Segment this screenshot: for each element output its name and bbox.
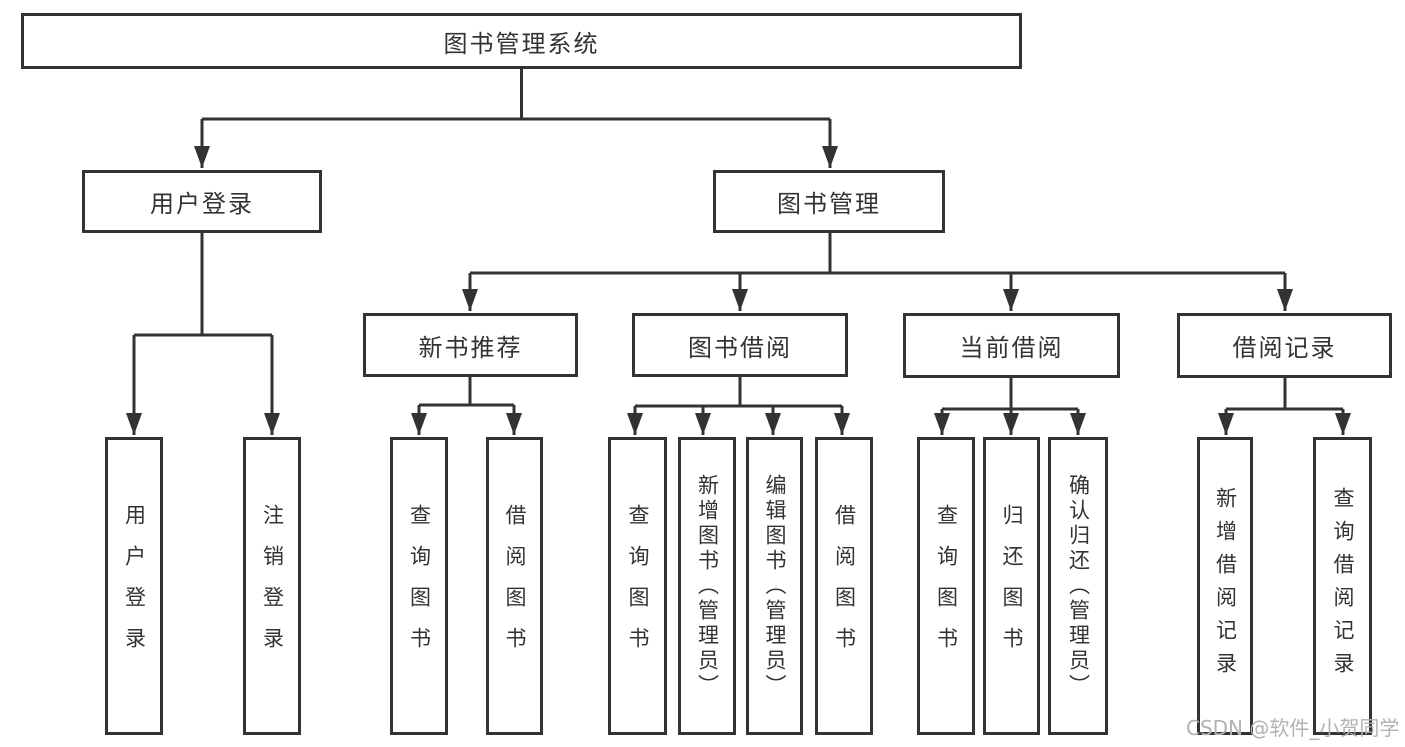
node-current-borrow: 当前借阅: [903, 313, 1120, 378]
leaf-edit-book-admin-label: 编辑图书（管理员）: [763, 473, 787, 699]
leaf-borrow-books-recommend-label: 借阅图书: [503, 504, 527, 668]
leaf-logout: 注销登录: [243, 437, 301, 735]
leaf-borrow-books-recommend: 借阅图书: [486, 437, 543, 735]
leaf-confirm-return-admin-label: 确认归还（管理员）: [1066, 473, 1091, 699]
leaf-borrow-books: 借阅图书: [815, 437, 873, 735]
leaf-confirm-return-admin: 确认归还（管理员）: [1048, 437, 1108, 735]
leaf-query-borrow-record: 查询借阅记录: [1313, 437, 1372, 735]
node-borrow-records: 借阅记录: [1177, 313, 1392, 378]
csdn-watermark: CSDN @软件_小贺同学: [1186, 716, 1400, 740]
leaf-user-login: 用户登录: [105, 437, 163, 735]
node-book-management-label: 图书管理: [777, 190, 881, 218]
leaf-logout-label: 注销登录: [260, 504, 285, 668]
leaf-edit-book-admin: 编辑图书（管理员）: [746, 437, 803, 735]
node-book-management: 图书管理: [713, 170, 945, 233]
node-book-borrow-label: 图书借阅: [688, 333, 792, 362]
leaf-query-books-recommend: 查询图书: [390, 437, 448, 735]
leaf-query-books-borrow-label: 查询图书: [626, 504, 650, 668]
leaf-return-book: 归还图书: [983, 437, 1040, 735]
node-book-borrow: 图书借阅: [632, 313, 848, 377]
leaf-add-borrow-record: 新增借阅记录: [1197, 437, 1253, 735]
node-current-borrow-label: 当前借阅: [959, 334, 1064, 362]
node-new-book-recommend-label: 新书推荐: [418, 333, 523, 362]
node-borrow-records-label: 借阅记录: [1232, 334, 1337, 362]
leaf-query-books-current-label: 查询图书: [934, 504, 959, 668]
leaf-user-login-label: 用户登录: [122, 504, 147, 668]
node-new-book-recommend: 新书推荐: [363, 313, 578, 377]
node-library-system: 图书管理系统: [21, 13, 1022, 69]
node-library-system-label: 图书管理系统: [443, 29, 600, 58]
leaf-query-books-borrow: 查询图书: [608, 437, 667, 735]
leaf-add-book-admin: 新增图书（管理员）: [678, 437, 736, 735]
leaf-add-borrow-record-label: 新增借阅记录: [1213, 487, 1238, 685]
leaf-return-book-label: 归还图书: [1000, 504, 1024, 668]
leaf-query-books-current: 查询图书: [917, 437, 975, 735]
leaf-query-borrow-record-label: 查询借阅记录: [1331, 487, 1355, 685]
leaf-borrow-books-label: 借阅图书: [832, 504, 857, 668]
leaf-query-books-recommend-label: 查询图书: [407, 504, 432, 668]
node-user-login-label: 用户登录: [150, 190, 254, 218]
node-user-login: 用户登录: [82, 170, 322, 233]
leaf-add-book-admin-label: 新增图书（管理员）: [695, 473, 720, 699]
